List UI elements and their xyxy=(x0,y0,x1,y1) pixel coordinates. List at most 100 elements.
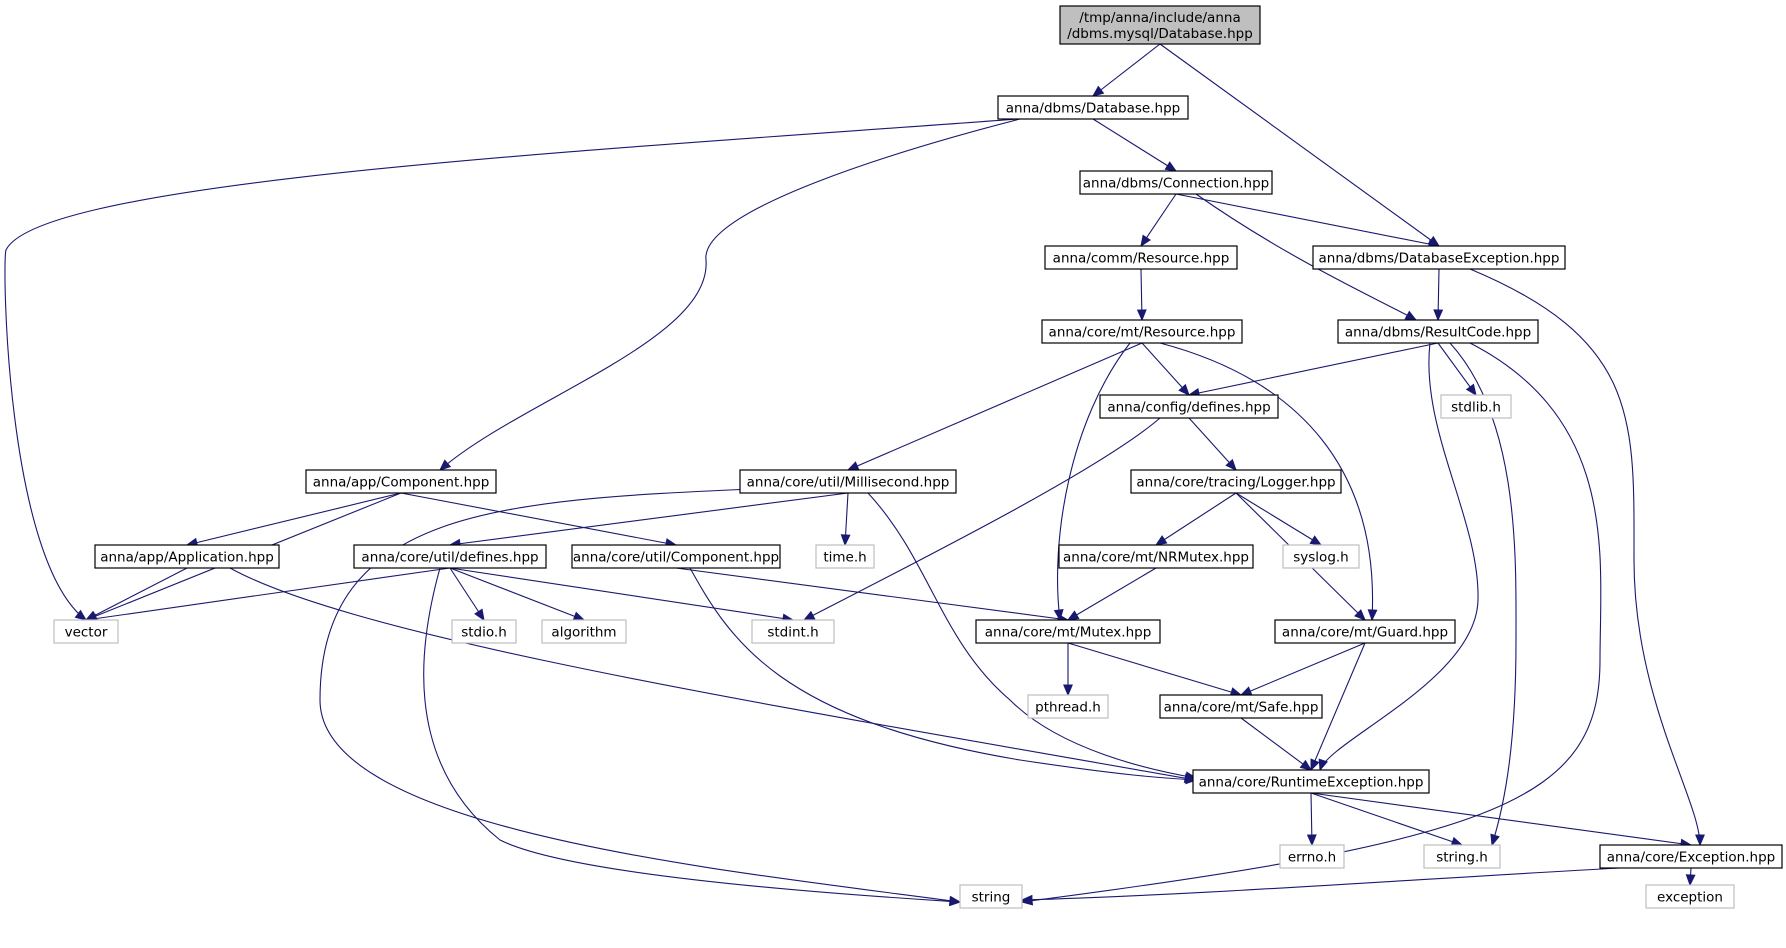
node-label-string_h: string.h xyxy=(1436,850,1488,866)
edge-util_defines-to-string xyxy=(423,567,961,903)
node-box-stdlib xyxy=(1440,394,1512,419)
arrowhead-config_defines-to-stdint xyxy=(802,610,816,621)
node-config_defines[interactable]: anna/config/defines.hpp xyxy=(1099,394,1279,419)
node-label-errno: errno.h xyxy=(1288,850,1336,866)
edge-util_millisecond-to-util_defines xyxy=(449,492,849,546)
node-box-vector xyxy=(53,619,119,644)
node-app_application[interactable]: anna/app/Application.hpp xyxy=(94,544,280,569)
node-label-root: /tmp/anna/include/anna/dbms.mysql/Databa… xyxy=(1067,10,1253,42)
node-mt_safe[interactable]: anna/core/mt/Safe.hpp xyxy=(1159,694,1323,719)
node-label-core_exception: anna/core/Exception.hpp xyxy=(1607,850,1775,866)
edge-dbms_resultcode-to-config_defines xyxy=(1188,342,1439,396)
arrowhead-runtime_exception-to-errno xyxy=(1306,834,1317,847)
node-dbms_database[interactable]: anna/dbms/Database.hpp xyxy=(997,95,1189,120)
node-box-app_component xyxy=(305,469,497,494)
node-box-dbms_database xyxy=(997,95,1189,120)
node-label-config_defines: anna/config/defines.hpp xyxy=(1107,400,1270,416)
node-box-dbms_dbexception xyxy=(1312,245,1566,270)
node-box-algorithm xyxy=(541,619,627,644)
node-box-runtime_exception xyxy=(1192,769,1430,794)
node-label-dbms_connection: anna/dbms/Connection.hpp xyxy=(1083,176,1269,192)
edge-mt_resource-to-mt_guard xyxy=(1159,342,1374,621)
arrowhead-util_defines-to-stdio xyxy=(474,608,485,622)
node-dbms_connection[interactable]: anna/dbms/Connection.hpp xyxy=(1079,170,1273,195)
arrowhead-core_exception-to-string xyxy=(1020,894,1033,905)
edge-app_application-to-runtime_exception xyxy=(229,567,1196,781)
edge-core_exception-to-string xyxy=(1021,867,1621,901)
edge-mt_mutex-to-mt_safe xyxy=(1067,642,1242,696)
arrowhead-tracing_logger-to-syslog xyxy=(1309,535,1323,546)
edge-root-to-dbms_dbexception xyxy=(1159,43,1440,247)
node-box-dbms_resultcode xyxy=(1337,319,1539,344)
node-box-string xyxy=(959,884,1023,909)
node-box-core_exception xyxy=(1599,844,1783,869)
node-box-mt_safe xyxy=(1159,694,1323,719)
node-box-tracing_logger xyxy=(1130,469,1342,494)
node-label-time: time.h xyxy=(823,550,866,566)
edge-config_defines-to-tracing_logger xyxy=(1188,417,1237,471)
node-box-dbms_connection xyxy=(1079,170,1273,195)
edge-mt_nrmutex-to-mt_mutex xyxy=(1067,567,1157,621)
arrowhead-dbms_connection-to-comm_resource xyxy=(1140,234,1151,248)
edge-util_component-to-runtime_exception xyxy=(689,567,1197,781)
node-tracing_logger[interactable]: anna/core/tracing/Logger.hpp xyxy=(1130,469,1342,494)
node-label-stdint: stdint.h xyxy=(767,625,818,641)
node-syslog: syslog.h xyxy=(1282,544,1360,569)
node-mt_resource[interactable]: anna/core/mt/Resource.hpp xyxy=(1041,319,1243,344)
node-box-string_h xyxy=(1423,844,1501,869)
edge-tracing_logger-to-syslog xyxy=(1235,492,1322,546)
edge-util_millisecond-to-string xyxy=(319,488,961,903)
node-box-stdint xyxy=(751,619,835,644)
node-label-dbms_dbexception: anna/dbms/DatabaseException.hpp xyxy=(1319,251,1560,267)
node-util_component[interactable]: anna/core/util/Component.hpp xyxy=(571,544,781,569)
node-root[interactable]: /tmp/anna/include/anna/dbms.mysql/Databa… xyxy=(1059,5,1261,45)
node-mt_nrmutex[interactable]: anna/core/mt/NRMutex.hpp xyxy=(1058,544,1254,569)
edge-dbms_resultcode-to-stdlib xyxy=(1437,342,1477,396)
node-dbms_resultcode[interactable]: anna/dbms/ResultCode.hpp xyxy=(1337,319,1539,344)
node-label-util_defines: anna/core/util/defines.hpp xyxy=(361,550,538,566)
arrowhead-util_defines-to-string xyxy=(949,896,962,907)
node-core_exception[interactable]: anna/core/Exception.hpp xyxy=(1599,844,1783,869)
node-box-mt_resource xyxy=(1041,319,1243,344)
arrowhead-dbms_resultcode-to-stdlib xyxy=(1465,383,1477,397)
node-box-util_component xyxy=(571,544,781,569)
node-box-app_application xyxy=(94,544,280,569)
node-label-vector: vector xyxy=(65,625,108,641)
node-util_millisecond[interactable]: anna/core/util/Millisecond.hpp xyxy=(739,469,957,494)
edge-mt_resource-to-config_defines xyxy=(1141,342,1190,396)
node-label-stdio: stdio.h xyxy=(461,625,507,641)
edge-tracing_logger-to-mt_nrmutex xyxy=(1155,492,1237,546)
node-stdint: stdint.h xyxy=(751,619,835,644)
arrowhead-dbms_resultcode-to-string_h xyxy=(1490,833,1500,847)
edge-mt_safe-to-runtime_exception xyxy=(1240,717,1312,771)
node-label-syslog: syslog.h xyxy=(1293,550,1348,566)
node-mt_mutex[interactable]: anna/core/mt/Mutex.hpp xyxy=(975,619,1161,644)
node-label-string: string xyxy=(972,890,1011,906)
arrowhead-dbms_database-to-vector xyxy=(74,609,88,621)
arrowhead-root-to-dbms_database xyxy=(1091,85,1105,97)
node-mt_guard[interactable]: anna/core/mt/Guard.hpp xyxy=(1274,619,1456,644)
edge-runtime_exception-to-core_exception xyxy=(1310,792,1692,846)
node-box-config_defines xyxy=(1099,394,1279,419)
node-util_defines[interactable]: anna/core/util/defines.hpp xyxy=(353,544,547,569)
node-box-exception xyxy=(1645,884,1735,909)
node-algorithm: algorithm xyxy=(541,619,627,644)
arrowhead-mt_nrmutex-to-mt_mutex xyxy=(1066,610,1080,621)
arrowhead-tracing_logger-to-mt_guard xyxy=(1354,609,1366,621)
arrowhead-util_component-to-runtime_exception xyxy=(1185,774,1198,785)
node-dbms_dbexception[interactable]: anna/dbms/DatabaseException.hpp xyxy=(1312,245,1566,270)
node-label-stdlib: stdlib.h xyxy=(1451,400,1501,416)
node-runtime_exception[interactable]: anna/core/RuntimeException.hpp xyxy=(1192,769,1430,794)
node-box-stdio xyxy=(451,619,517,644)
node-comm_resource[interactable]: anna/comm/Resource.hpp xyxy=(1044,245,1238,270)
arrowhead-mt_resource-to-config_defines xyxy=(1178,383,1190,396)
node-time: time.h xyxy=(815,544,875,569)
edge-app_component-to-app_application xyxy=(186,492,402,546)
nodes-layer: /tmp/anna/include/anna/dbms.mysql/Databa… xyxy=(53,5,1783,909)
node-app_component[interactable]: anna/app/Component.hpp xyxy=(305,469,497,494)
node-string_h: string.h xyxy=(1423,844,1501,869)
node-box-errno xyxy=(1279,844,1345,869)
arrowhead-dbms_database-to-dbms_connection xyxy=(1164,161,1178,172)
edge-util_component-to-mt_mutex xyxy=(675,567,1069,621)
